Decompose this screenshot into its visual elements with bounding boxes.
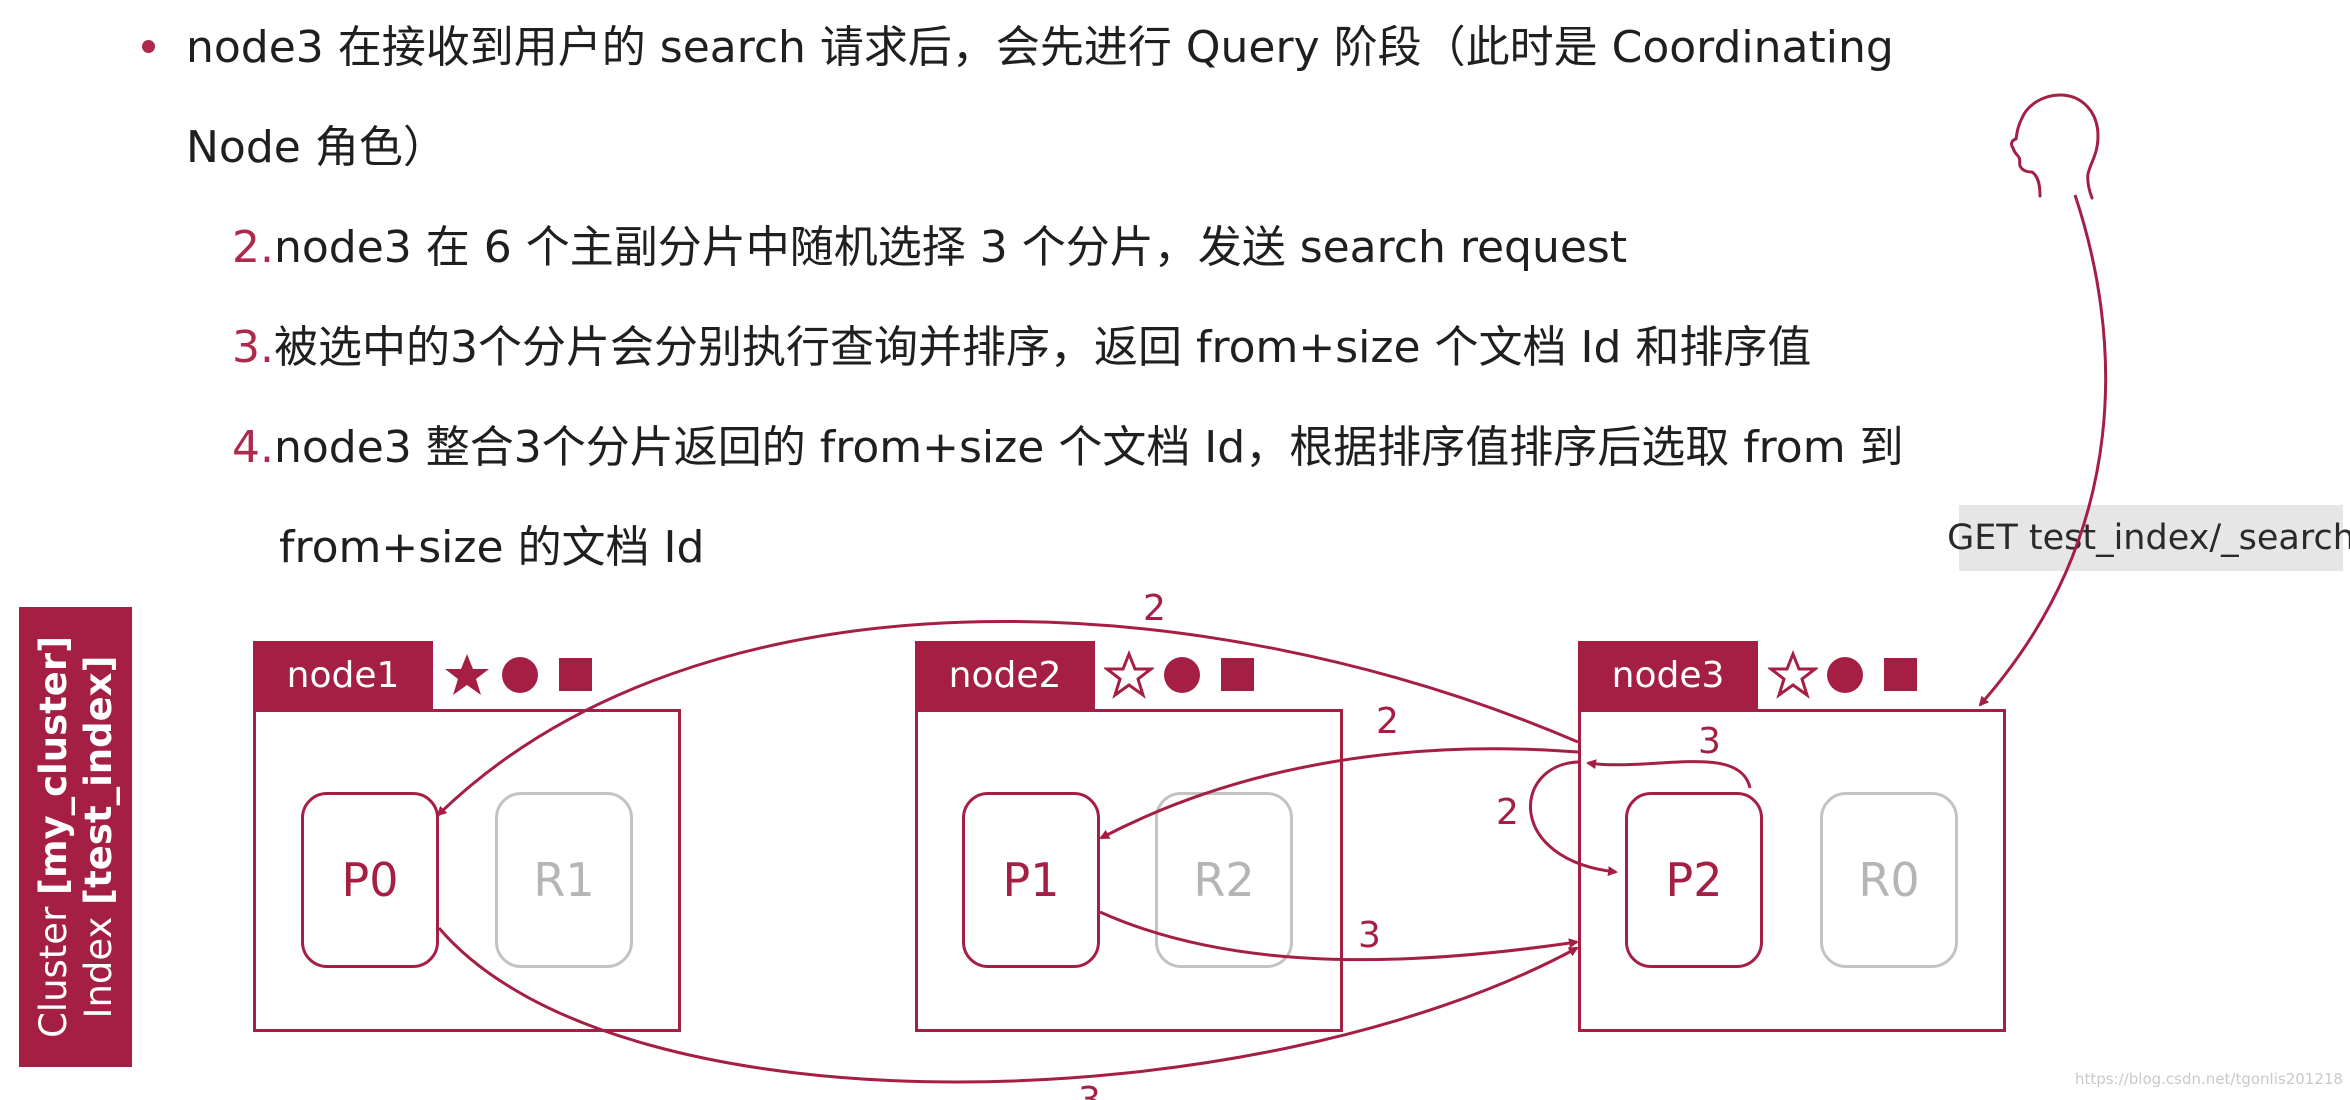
- shard-p2: P2: [1625, 792, 1763, 968]
- data-circle-icon: [502, 657, 538, 693]
- return-arrow-node3: [1586, 759, 1752, 789]
- step-3: 3.被选中的3个分片会分别执行查询并排序，返回 from+size 个文档 Id…: [232, 326, 1811, 370]
- arrow-label-send-node2: 2: [1376, 701, 1399, 742]
- step-2-number: 2.: [232, 222, 274, 273]
- arrow-label-send-node1: 2: [1143, 588, 1166, 629]
- star-outline-icon: [1104, 650, 1154, 699]
- request-label: GET test_index/_search: [1947, 505, 2350, 571]
- bullet-line-2: Node 角色）: [186, 122, 447, 173]
- ingest-square-icon: [559, 658, 592, 691]
- return-arrow-node2: [1099, 910, 1579, 962]
- shard-p0: P0: [301, 792, 439, 968]
- arrow-label-return-node3: 3: [1698, 721, 1721, 762]
- step-2-text: node3 在 6 个主副分片中随机选择 3 个分片，发送 search req…: [273, 222, 1628, 273]
- arrow-label-return-node1: 3: [1078, 1080, 1101, 1100]
- send-arrow-node3: [1529, 760, 1618, 877]
- return-arrow-node1: [437, 927, 1579, 1084]
- shard-p1: P1: [962, 792, 1100, 968]
- user-head-icon: [2010, 93, 2100, 200]
- ingest-square-icon: [1884, 658, 1917, 691]
- master-star-filled-icon: [445, 654, 489, 695]
- arrow-label-send-node3: 2: [1496, 792, 1519, 833]
- request-arrow: [1978, 194, 2108, 707]
- arrow-label-return-node2: 3: [1358, 915, 1381, 956]
- data-circle-icon: [1827, 657, 1863, 693]
- data-circle-icon: [1164, 657, 1200, 693]
- bullet-line-1: node3 在接收到用户的 search 请求后，会先进行 Query 阶段（此…: [186, 22, 1894, 73]
- step-3-text: 被选中的3个分片会分别执行查询并排序，返回 from+size 个文档 Id 和…: [273, 322, 1812, 373]
- step-4-text: node3 整合3个分片返回的 from+size 个文档 Id，根据排序值排序…: [273, 422, 1904, 473]
- cluster-sidebar: Cluster [my_cluster] Index [test_index]: [19, 607, 132, 1067]
- star-outline-icon: [1768, 650, 1818, 699]
- send-arrow-node1: [436, 620, 1579, 817]
- ingest-square-icon: [1221, 658, 1254, 691]
- step-2: 2.node3 在 6 个主副分片中随机选择 3 个分片，发送 search r…: [232, 226, 1627, 270]
- shard-r1: R1: [495, 792, 633, 968]
- step-4: 4.node3 整合3个分片返回的 from+size 个文档 Id，根据排序值…: [232, 426, 1904, 470]
- node1-tab: node1: [253, 641, 433, 709]
- watermark: https://blog.csdn.net/tgonlis201218: [2075, 1070, 2343, 1088]
- bullet-dot: [142, 40, 155, 53]
- send-arrow-node2: [1099, 747, 1579, 840]
- node3-tab: node3: [1578, 641, 1758, 709]
- step-4-continued: from+size 的文档 Id: [279, 522, 705, 573]
- node2-tab: node2: [915, 641, 1095, 709]
- step-4-number: 4.: [232, 422, 274, 473]
- step-3-number: 3.: [232, 322, 274, 373]
- shard-r0: R0: [1820, 792, 1958, 968]
